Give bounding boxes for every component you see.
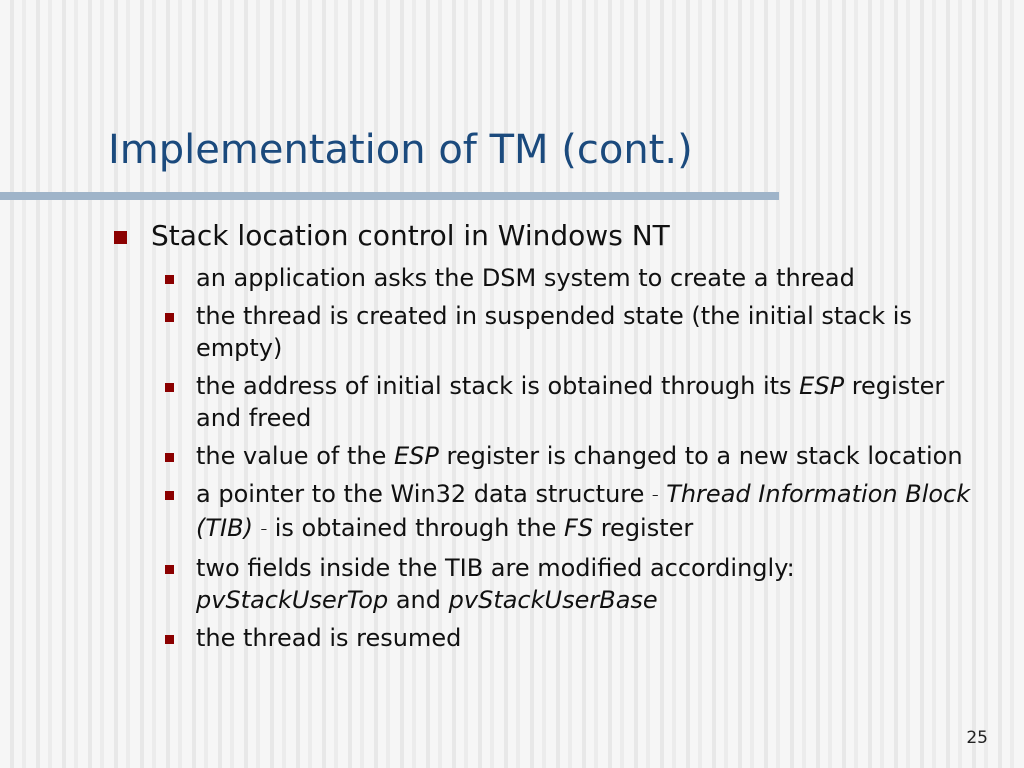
tib-term: Thread Information Block (TIB): [196, 480, 971, 542]
pvstackusertop-term: pvStackUserTop: [196, 586, 389, 614]
fs-register-term: FS: [564, 514, 594, 542]
bullet-list: Stack location control in Windows NT an …: [114, 216, 994, 654]
sub-bullet-1-text: an application asks the DSM system to cr…: [196, 264, 855, 292]
sub-bullet-2: the thread is created in suspended state…: [165, 300, 986, 364]
title-divider: [0, 192, 779, 200]
sub-bullet-4-text-c: register is changed to a new stack locat…: [446, 442, 963, 470]
sub-bullet-1: an application asks the DSM system to cr…: [165, 262, 986, 294]
square-bullet-icon: [165, 565, 174, 574]
esp-register-term: ESP: [799, 372, 845, 400]
slide-title: Implementation of TM (cont.): [108, 127, 693, 173]
bullet-main: Stack location control in Windows NT: [114, 216, 994, 256]
sub-bullet-2-text: the thread is created in suspended state…: [196, 302, 912, 362]
sub-bullet-list: an application asks the DSM system to cr…: [165, 262, 994, 654]
en-dash: –: [652, 488, 659, 503]
sub-bullet-4: the value of the ESP register is changed…: [165, 440, 986, 472]
square-bullet-icon: [165, 635, 174, 644]
sub-bullet-3-text-a: the address of initial stack is obtained…: [196, 372, 792, 400]
square-bullet-icon: [165, 491, 174, 500]
sub-bullet-7-text: the thread is resumed: [196, 624, 462, 652]
sub-bullet-5: a pointer to the Win32 data structure – …: [165, 478, 986, 546]
sub-bullet-6: two fields inside the TIB are modified a…: [165, 552, 986, 616]
square-bullet-icon: [165, 453, 174, 462]
esp-register-term: ESP: [394, 442, 439, 470]
sub-bullet-3-text-c: register and freed: [196, 372, 945, 432]
en-dash: –: [260, 522, 268, 537]
square-bullet-icon: [165, 275, 174, 284]
sub-bullet-4-text-a: the value of the: [196, 442, 387, 470]
pvstackuserbase-term: pvStackUserBase: [448, 586, 658, 614]
square-bullet-icon: [165, 313, 174, 322]
sub-bullet-5-text-e: register: [600, 514, 694, 542]
sub-bullet-5-text-a: a pointer to the Win32 data structure: [196, 480, 645, 508]
sub-bullet-7: the thread is resumed: [165, 622, 986, 654]
sub-bullet-3: the address of initial stack is obtained…: [165, 370, 986, 434]
sub-bullet-6-text-a: two fields inside the TIB are modified a…: [196, 554, 795, 582]
sub-bullet-6-text-c: and: [395, 586, 441, 614]
page-number: 25: [966, 728, 988, 748]
sub-bullet-5-text-c: is obtained through the: [274, 514, 557, 542]
square-bullet-icon: [165, 383, 174, 392]
square-bullet-icon: [114, 231, 127, 244]
bullet-main-text: Stack location control in Windows NT: [151, 219, 670, 252]
